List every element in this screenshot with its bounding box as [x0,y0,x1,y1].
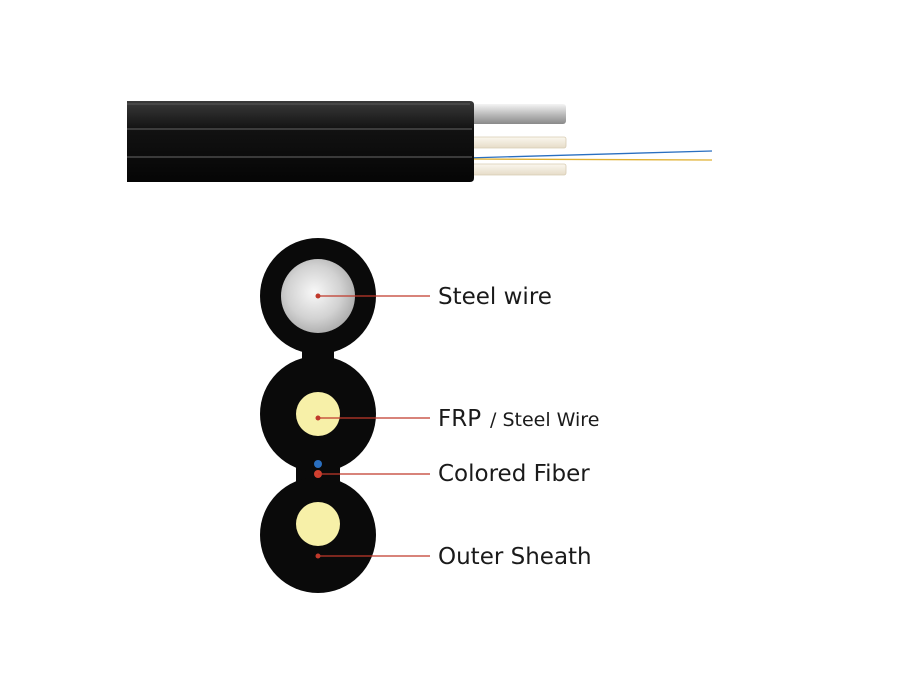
fiber-blue [314,460,322,468]
cable-cross-section [260,238,376,593]
exposed-fiber-blue [465,150,713,159]
exposed-fiber-yellow [465,158,713,161]
leader-dot-frp [315,415,321,421]
frp-core-lower [296,502,340,546]
exposed-steel-wire [466,104,566,124]
exposed-frp-rod-upper [465,136,567,149]
cable-sheath [127,101,474,182]
label-frp: FRP [438,406,481,432]
frp-core-upper [296,392,340,436]
leader-lines [315,293,430,559]
label-colored-fiber: Colored Fiber [438,461,590,487]
label-outer-sheath: Outer Sheath [438,544,592,570]
label-steel-wire: Steel wire [438,284,552,310]
label-frp-alt: / Steel Wire [490,409,599,431]
leader-dot-outer-sheath [315,553,321,559]
cable-side-view [127,101,713,182]
exposed-frp-rod-lower [465,163,567,176]
leader-dot-steel-wire [315,293,321,299]
